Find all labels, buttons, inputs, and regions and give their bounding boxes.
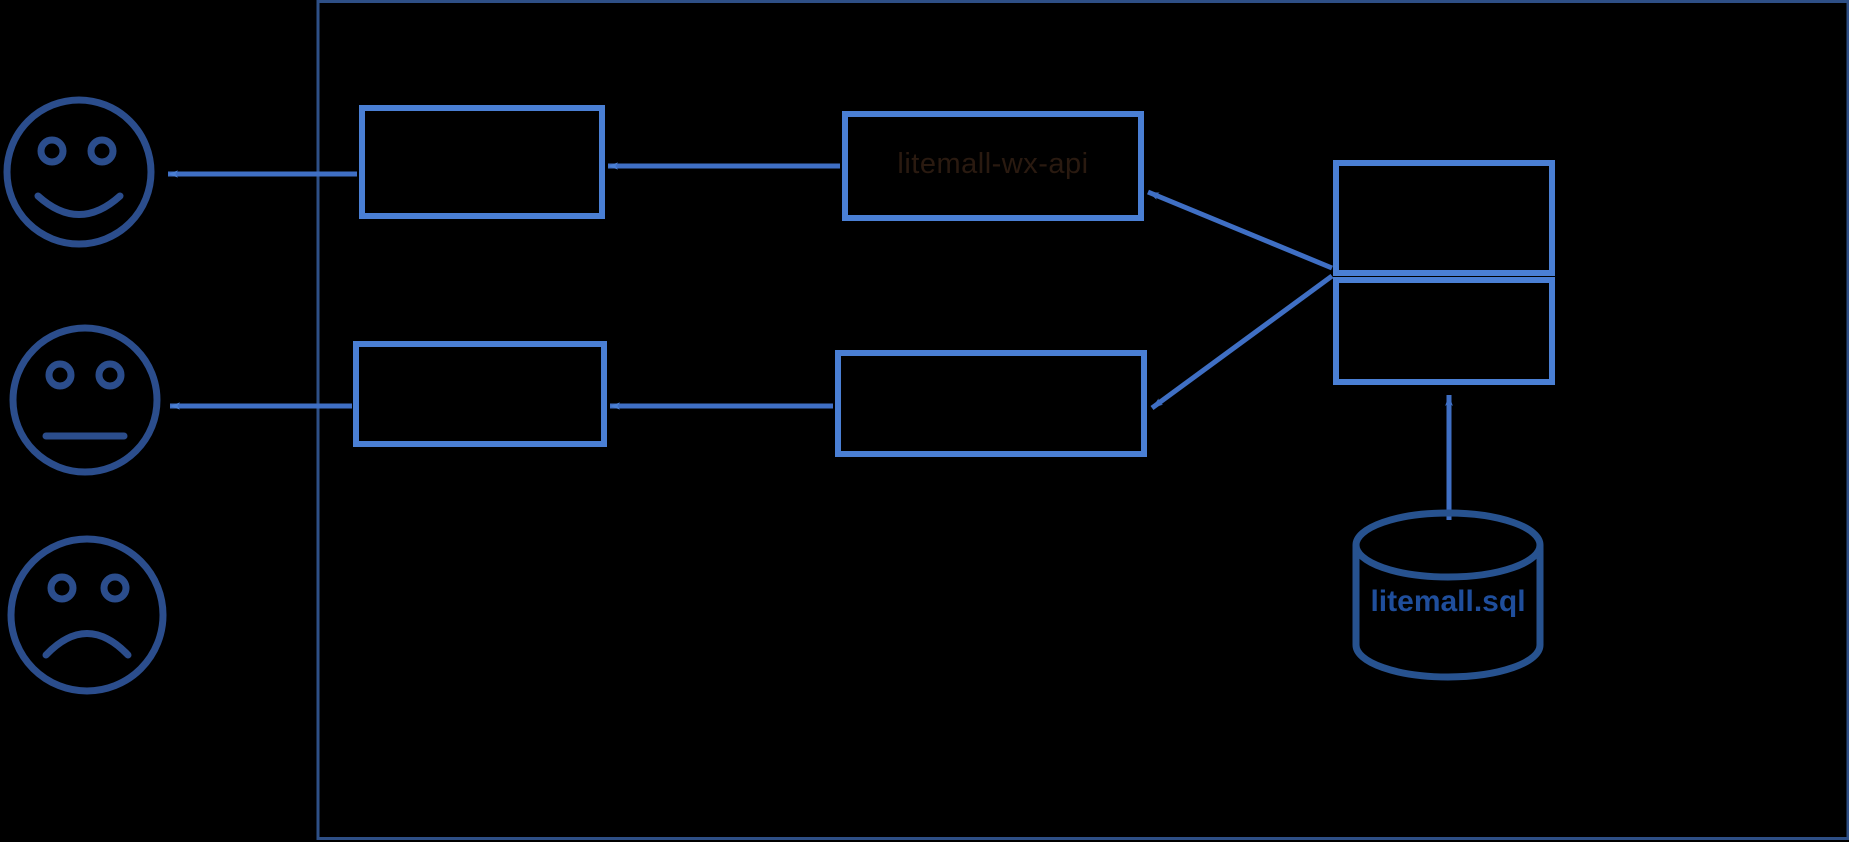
box-top-mid[interactable]	[842, 111, 1144, 221]
box-bottom-left[interactable]	[353, 341, 607, 447]
box-top-mid-label: litemall-wx-api	[897, 148, 1089, 180]
box-right-lower[interactable]	[1333, 277, 1555, 385]
system-boundary	[316, 0, 1849, 840]
arrow-right-stack-to-wx-api	[1147, 189, 1333, 271]
box-bottom-mid[interactable]	[835, 350, 1147, 457]
happy-user-icon	[3, 96, 155, 248]
database-label: litemall.sql	[1370, 585, 1526, 618]
box-right-upper[interactable]	[1333, 160, 1555, 276]
database-cylinder[interactable]	[1352, 509, 1544, 681]
neutral-user-icon	[9, 324, 161, 476]
arrow-right-stack-to-bottom-mid	[1150, 273, 1334, 411]
box-top-left[interactable]	[359, 105, 605, 219]
sad-user-icon	[7, 535, 167, 695]
